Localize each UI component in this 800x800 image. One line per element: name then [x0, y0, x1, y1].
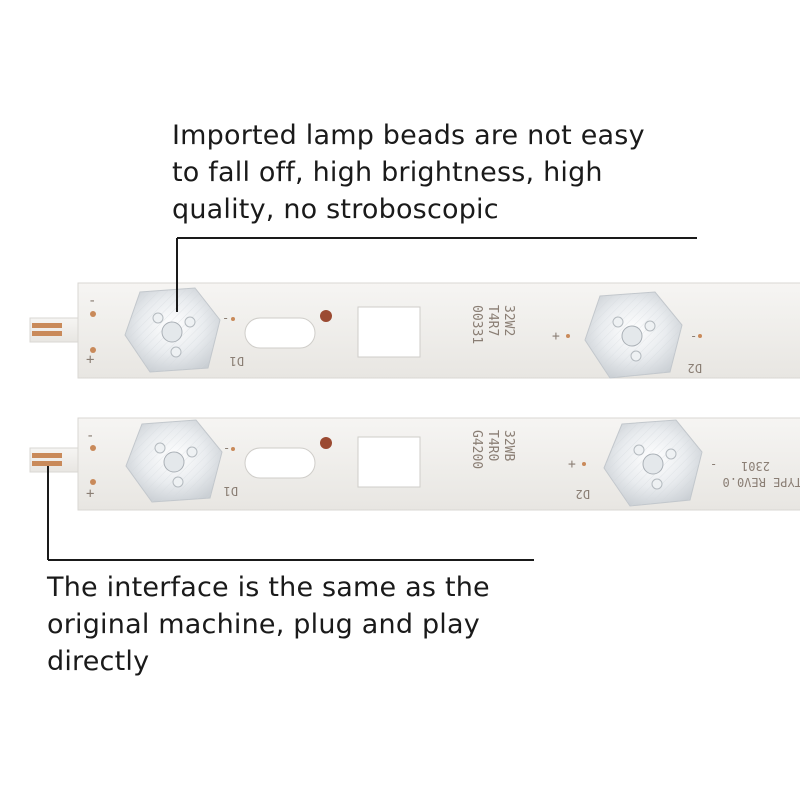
- caption-line: directly: [47, 646, 150, 677]
- copper-contact: [32, 461, 62, 466]
- copper-contact: [32, 453, 62, 458]
- callout-bottom: [47, 466, 534, 561]
- part-code-line: 00331: [469, 305, 484, 344]
- part-code-line: T4R7: [485, 305, 500, 336]
- solder-pad: [90, 479, 96, 485]
- led-minus-mark: -: [690, 329, 697, 343]
- led-minus-mark: -: [222, 311, 229, 325]
- part-code: 32W2 T4R7 00331: [469, 305, 516, 344]
- led-lens-icon: [125, 419, 223, 503]
- led-plus-mark: +: [552, 329, 560, 344]
- mounting-slot: [244, 447, 316, 479]
- copper-contact: [32, 331, 62, 336]
- copper-contact: [32, 323, 62, 328]
- part-code-line: G4200: [469, 430, 484, 469]
- connector-tab: [29, 447, 83, 473]
- led-plus-mark: +: [568, 457, 576, 472]
- caption-line: original machine, plug and play: [47, 609, 480, 640]
- dot-mark: [231, 317, 235, 321]
- polarity-plus: +: [86, 486, 94, 502]
- part-code: 32WB T4R0 G4200: [469, 430, 516, 469]
- dot-mark: [566, 334, 570, 338]
- mounting-hole: [320, 310, 332, 322]
- d2-label: D2: [576, 487, 590, 501]
- callout-top: [176, 237, 697, 312]
- mounting-slot: [244, 317, 316, 349]
- serial-text: 2301: [741, 459, 770, 473]
- caption-line: quality, no stroboscopic: [172, 194, 499, 225]
- led-strip-top: - + - D1 32W2 T4R7: [29, 282, 800, 379]
- square-cutout: [357, 306, 421, 358]
- d1-label: D1: [224, 484, 238, 498]
- caption-interface: The interface is the same as the origina…: [47, 569, 607, 680]
- solder-pad: [90, 445, 96, 451]
- caption-line: The interface is the same as the: [47, 572, 490, 603]
- led-lens-icon: [124, 287, 221, 373]
- revision-label: TYPE REV0.0 2301: [723, 459, 800, 489]
- part-code-line: 32W2: [501, 305, 516, 336]
- polarity-minus: -: [86, 428, 94, 444]
- solder-pad: [90, 347, 96, 353]
- caption-line: to fall off, high brightness, high: [172, 157, 603, 188]
- dot-mark: [582, 462, 586, 466]
- led-lens-icon: [603, 419, 703, 507]
- caption-lamp-beads: Imported lamp beads are not easy to fall…: [172, 117, 732, 228]
- polarity-plus: +: [86, 352, 94, 368]
- mounting-hole: [320, 437, 332, 449]
- connector-tab: [29, 317, 83, 343]
- d2-label: D2: [688, 361, 702, 375]
- led-minus-mark: -: [710, 457, 717, 471]
- solder-pad: [90, 311, 96, 317]
- part-code-line: 32WB: [501, 430, 516, 461]
- d1-label: D1: [230, 354, 244, 368]
- dot-mark: [231, 447, 235, 451]
- caption-line: Imported lamp beads are not easy: [172, 120, 645, 151]
- square-cutout: [357, 436, 421, 488]
- led-strip-bottom: - + - D1 32WB T4R0 G4200: [29, 417, 800, 511]
- led-minus-mark: -: [223, 441, 230, 455]
- polarity-minus: -: [88, 293, 96, 309]
- part-code-line: T4R0: [485, 430, 500, 461]
- led-lens-icon: [584, 291, 683, 379]
- revision-text: TYPE REV0.0: [723, 475, 800, 489]
- dot-mark: [698, 334, 702, 338]
